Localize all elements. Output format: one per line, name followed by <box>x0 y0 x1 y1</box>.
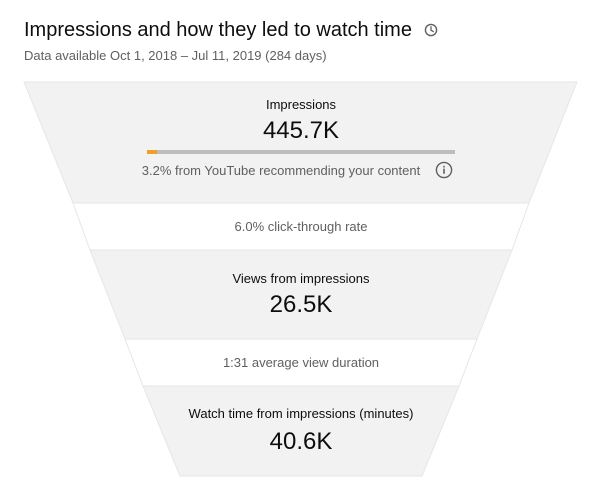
recommendation-note: 3.2% from YouTube recommending your cont… <box>141 163 421 178</box>
report-header: Impressions and how they led to watch ti… <box>24 16 584 63</box>
recommendation-share-bar <box>147 150 455 154</box>
clock-icon[interactable] <box>424 23 438 37</box>
watch-time-label: Watch time from impressions (minutes) <box>188 406 414 421</box>
views-value: 26.5K <box>269 291 333 318</box>
impressions-label: Impressions <box>265 97 337 112</box>
date-range-text: Data available Oct 1, 2018 – Jul 11, 201… <box>24 48 327 63</box>
info-icon[interactable] <box>435 161 453 179</box>
views-label: Views from impressions <box>232 271 370 286</box>
watch-time-value: 40.6K <box>269 428 333 455</box>
report-title: Impressions and how they led to watch ti… <box>24 18 412 41</box>
ctr-text: 6.0% click-through rate <box>234 219 368 234</box>
recommendation-share-fill <box>147 150 157 154</box>
funnel-segment-watch-time <box>142 385 460 477</box>
avd-text: 1:31 average view duration <box>222 355 380 370</box>
impressions-value: 445.7K <box>262 117 340 144</box>
